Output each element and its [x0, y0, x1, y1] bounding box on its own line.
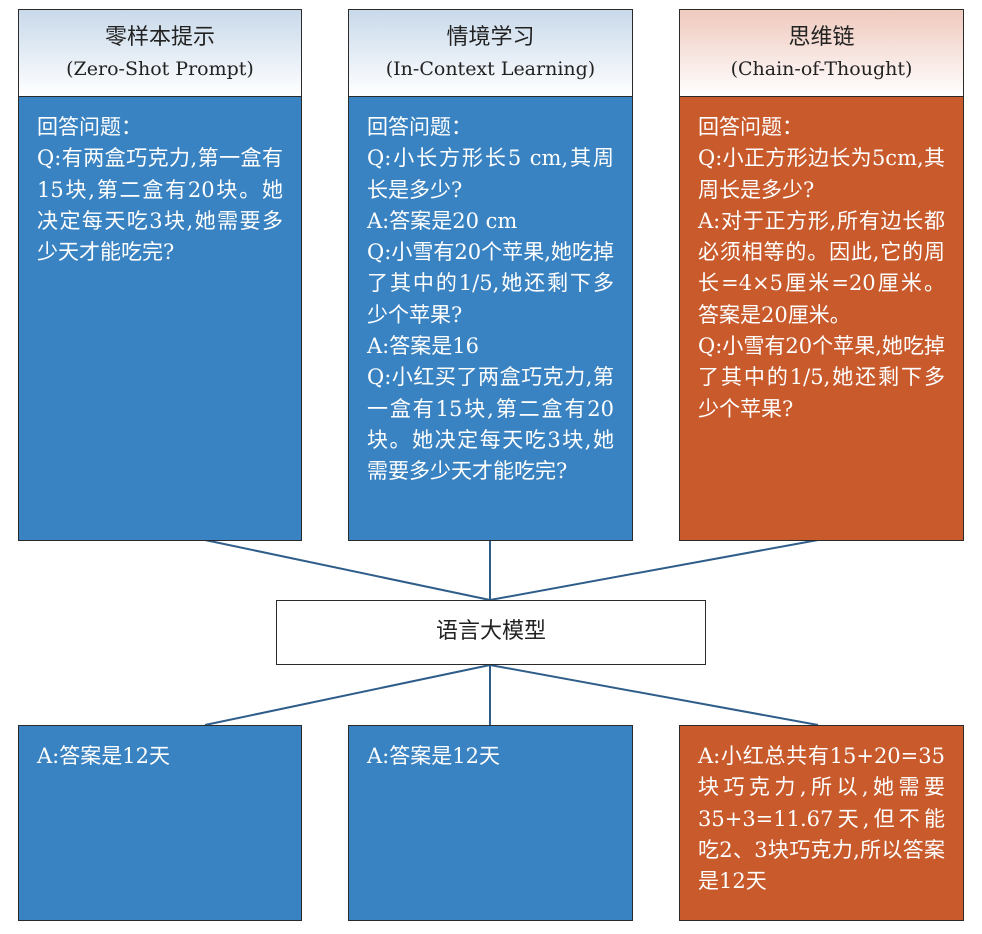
answer-box-in-context: A:答案是12天 [348, 725, 633, 921]
prompt-box-chain-of-thought: 回答问题： Q:小正方形边长为5cm,其周长是多少? A:对于正方形,所有边长都… [679, 96, 964, 541]
answer-text: A:小红总共有15+20=35块巧克力,所以,她需要35+3=11.67天,但不… [698, 744, 945, 894]
prompt-line: Q:有两盒巧克力,第一盒有15块,第二盒有20块。她决定每天吃3块,她需要多少天… [37, 146, 283, 265]
prompt-line: Q:小长方形长5 cm,其周长是多少? [367, 146, 614, 202]
answer-box-zero-shot: A:答案是12天 [18, 725, 302, 921]
answer-text: A:答案是12天 [367, 744, 500, 768]
header-zero-shot: 零样本提示 (Zero-Shot Prompt) [18, 9, 302, 97]
connector-col1-to-llm [204, 539, 491, 601]
llm-node: 语言大模型 [276, 600, 706, 665]
prompt-line: Q:小雪有20个苹果,她吃掉了其中的1/5,她还剩下多少个苹果? [698, 334, 945, 421]
header-in-context: 情境学习 (In-Context Learning) [348, 9, 633, 97]
header-title-en: (Chain-of-Thought) [730, 58, 913, 80]
prompt-box-zero-shot: 回答问题： Q:有两盒巧克力,第一盒有15块,第二盒有20块。她决定每天吃3块,… [18, 96, 302, 541]
connector-col3-to-llm [489, 539, 819, 601]
prompt-line: 回答问题： [698, 115, 803, 139]
header-title-cn: 零样本提示 [104, 25, 215, 50]
answer-box-chain-of-thought: A:小红总共有15+20=35块巧克力,所以,她需要35+3=11.67天,但不… [679, 725, 964, 921]
header-chain-of-thought: 思维链 (Chain-of-Thought) [679, 9, 964, 97]
connector-llm-to-answer3 [489, 664, 819, 726]
prompt-line: A:答案是20 cm [367, 208, 518, 233]
prompt-line: Q:小雪有20个苹果,她吃掉了其中的1/5,她还剩下多少个苹果? [367, 240, 614, 327]
prompt-line: A:对于正方形,所有边长都必须相等的。因此,它的周长=4×5厘米=20厘米。答案… [698, 208, 945, 327]
answer-text: A:答案是12天 [37, 744, 170, 768]
header-title-en: (In-Context Learning) [385, 58, 596, 80]
prompt-line: Q:小正方形边长为5cm,其周长是多少? [698, 146, 945, 202]
prompt-line: 回答问题： [367, 115, 472, 139]
prompt-line: A:答案是16 [367, 334, 479, 359]
header-title-cn: 思维链 [788, 25, 855, 50]
connector-llm-to-answer1 [204, 664, 491, 726]
header-title-en: (Zero-Shot Prompt) [66, 58, 254, 80]
prompt-line: Q:小红买了两盒巧克力,第一盒有15块,第二盒有20块。她决定每天吃3块,她需要… [367, 365, 614, 484]
prompt-line: 回答问题： [37, 115, 142, 139]
header-title-cn: 情境学习 [446, 25, 535, 50]
prompt-box-in-context: 回答问题： Q:小长方形长5 cm,其周长是多少? A:答案是20 cm Q:小… [348, 96, 633, 541]
